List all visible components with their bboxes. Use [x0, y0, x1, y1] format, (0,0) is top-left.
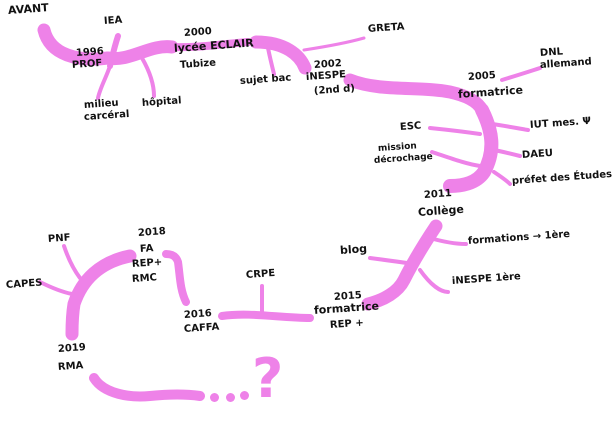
label-college-year: 2011 [423, 188, 453, 201]
label-fa: FA [139, 243, 154, 255]
label-rep2: REP+ [131, 256, 163, 270]
branch-2018-2019 [65, 249, 137, 341]
branch-formatrice2-caffa [218, 310, 314, 322]
label-formatrice-year: 2005 [467, 70, 497, 83]
ellipsis-dot-3 [240, 391, 249, 400]
branch-lycee-tubize [168, 38, 252, 52]
label-prof: PROF [71, 57, 103, 71]
branch-sujet-bac [266, 46, 276, 76]
branch-daeu [492, 148, 522, 158]
label-daeu: DAEU [521, 147, 554, 161]
label-lycee-year: 2000 [183, 26, 213, 39]
branch-formatrice-college [443, 103, 499, 193]
label-crpe: CRPE [245, 267, 276, 281]
branch-pnf [62, 244, 82, 280]
branch-mission [430, 150, 482, 168]
question-mark: ? [252, 347, 284, 410]
label-dnl: DNL [539, 46, 564, 59]
ellipsis-dot-2 [226, 393, 235, 402]
branch-avant-prof [37, 23, 115, 66]
label-rma: RMA [57, 360, 84, 373]
label-2018: 2018 [137, 226, 167, 239]
branch-to-inespe [249, 35, 312, 75]
branch-capes [38, 280, 74, 296]
label-2019: 2019 [57, 342, 87, 355]
branch-inespe2 [418, 268, 450, 294]
branch-blog [368, 256, 416, 266]
label-esc: ESC [399, 120, 422, 133]
label-iea: IEA [103, 14, 123, 27]
branch-inespe-formatrice [343, 73, 489, 117]
label-rep: REP + [329, 317, 365, 331]
branch-iut [490, 122, 530, 132]
branch-future [89, 373, 205, 402]
branch-caffa-2018 [162, 250, 190, 306]
branch-prof-lycee [101, 40, 179, 66]
branch-prefet [492, 170, 512, 186]
label-blog: blog [339, 242, 368, 257]
branch-milieu [96, 64, 112, 100]
branch-esc [428, 126, 482, 136]
branch-iea [107, 33, 121, 69]
branch-college-formatrice2 [361, 219, 443, 311]
label-rmc: RMC [131, 272, 158, 285]
branch-greta [302, 36, 366, 52]
branch-formations [428, 236, 468, 246]
branch-hopital [140, 56, 156, 98]
label-caffa-year: 2016 [183, 308, 213, 321]
ellipsis-dot-1 [210, 393, 219, 402]
label-pnf: PNF [47, 232, 71, 245]
branch-dnl [500, 66, 542, 82]
